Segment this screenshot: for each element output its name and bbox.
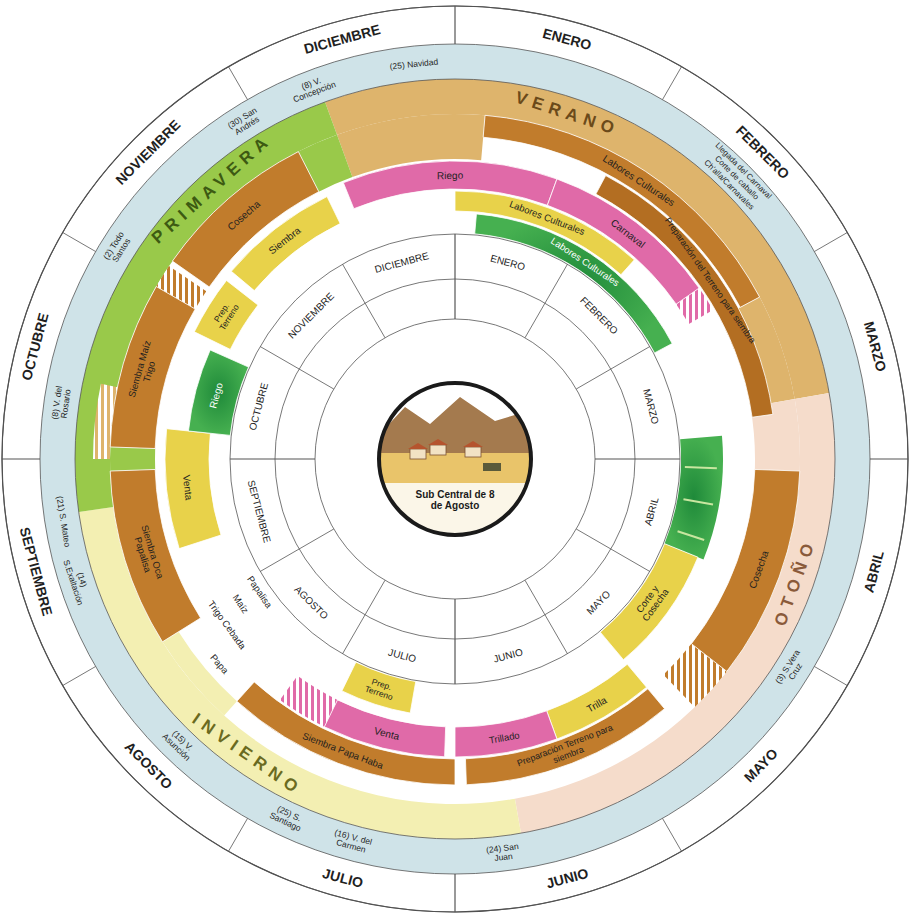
crop-band-shape <box>188 350 248 435</box>
month-divider <box>870 458 908 459</box>
crop-band-shape <box>600 544 698 660</box>
crop-band-shape <box>194 280 258 349</box>
activity-text: Riego <box>437 169 463 180</box>
ring-line <box>230 234 680 684</box>
month-divider <box>2 458 40 459</box>
month-divider <box>576 347 650 390</box>
ring-line <box>275 279 635 639</box>
month-divider <box>525 580 568 654</box>
month-divider <box>63 233 96 252</box>
month-divider <box>576 529 650 572</box>
corn-symbol <box>678 531 705 540</box>
month-divider <box>454 599 455 684</box>
month-divider <box>454 874 455 912</box>
month-divider <box>814 667 847 686</box>
month-divider <box>229 818 248 851</box>
festivity-ring <box>40 44 870 874</box>
activity-band-shape <box>110 469 200 641</box>
corn-symbol <box>685 467 717 468</box>
ring-line <box>40 44 870 874</box>
corn-symbol <box>683 499 713 504</box>
month-divider <box>260 347 334 390</box>
ring-line <box>2 6 908 912</box>
centre-title: Sub Central de 8 de Agosto <box>414 489 496 511</box>
month-divider <box>595 458 680 459</box>
crop-band-shape <box>475 214 673 353</box>
month-divider <box>814 233 847 252</box>
month-divider <box>663 818 682 851</box>
month-divider <box>230 458 315 459</box>
outer-ring <box>2 6 908 912</box>
month-divider <box>63 667 96 686</box>
month-divider <box>525 264 568 338</box>
crop-band-shape <box>165 429 221 549</box>
ring-line <box>75 79 835 839</box>
crop-band: Riego <box>437 169 463 180</box>
season-band <box>110 447 155 471</box>
month-divider <box>663 67 682 100</box>
month-divider <box>454 234 455 319</box>
ring-line <box>315 319 595 599</box>
activity-band-shape <box>691 469 799 671</box>
crop-band <box>665 436 723 560</box>
centre-illustration <box>375 379 535 535</box>
month-divider <box>454 6 455 44</box>
month-divider <box>229 67 248 100</box>
month-divider <box>343 264 386 338</box>
centre-circle: Sub Central de 8 de Agosto <box>414 489 496 511</box>
season-band <box>162 632 236 716</box>
month-divider <box>343 580 386 654</box>
activity-band-shape <box>110 287 195 449</box>
crop-band-shape <box>342 662 416 713</box>
